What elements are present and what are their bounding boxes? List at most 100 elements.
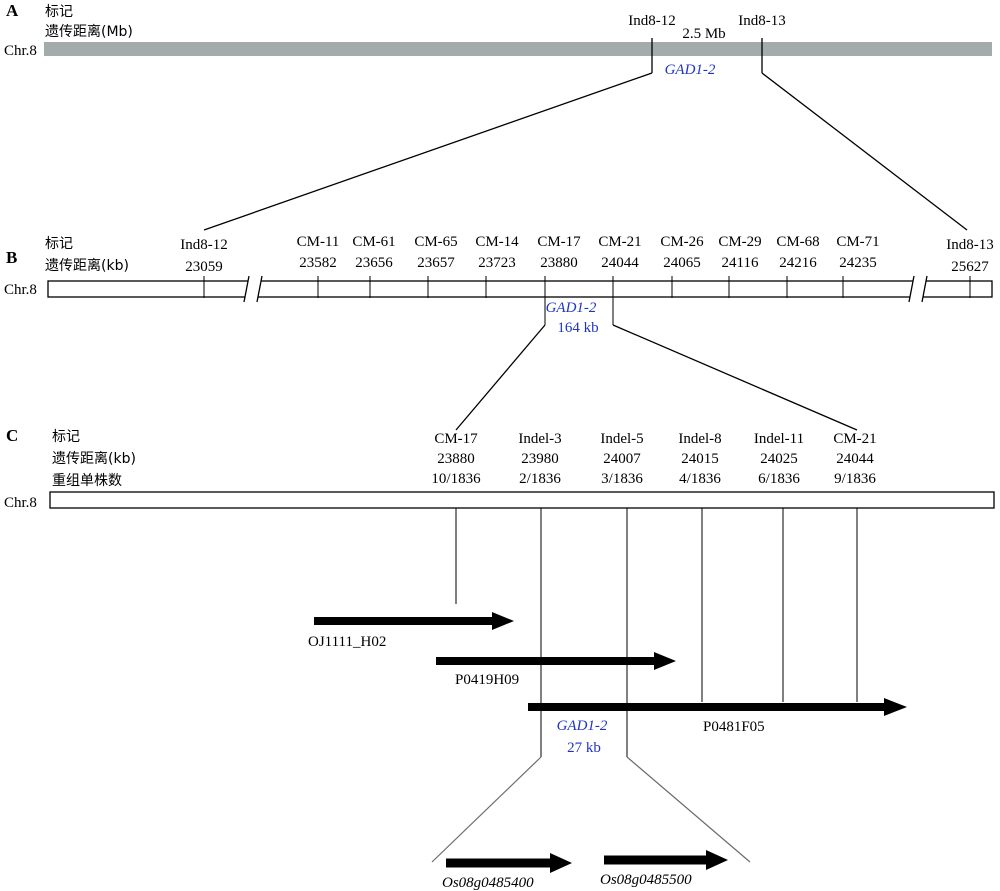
panel-a-marker-row-label: 标记 [45, 4, 73, 20]
panel-b-marker-name: CM-29 [718, 234, 761, 250]
panel-b-marker-cm-21: CM-21 24044 [598, 234, 642, 325]
gene-label: Os08g0485500 [600, 872, 692, 888]
clone-label: P0481F05 [703, 719, 765, 735]
panel-b-marker-name: CM-21 [598, 234, 641, 250]
panel-c-marker-name: Indel-8 [678, 431, 721, 447]
gene-os08g0485400: Os08g0485400 [442, 853, 572, 891]
panel-c-marker-recombinants: 2/1836 [519, 471, 561, 487]
panel-c-marker-name: Indel-5 [600, 431, 643, 447]
panel-b-marker-cm-26: CM-26 24065 [660, 234, 704, 298]
panel-b-marker-pos: 24216 [779, 255, 817, 271]
panel-c-marker-recombinants: 3/1836 [601, 471, 643, 487]
panel-b-marker-name: CM-71 [836, 234, 879, 250]
panel-b-marker-name: CM-68 [776, 234, 819, 250]
panel-b-marker-name: Ind8-12 [180, 237, 228, 253]
zoom-line-c-right [626, 756, 751, 863]
panel-c-recombinant-row-label: 重组单株数 [52, 473, 122, 489]
panel-c-marker-row-label: 标记 [52, 429, 80, 445]
gene-arrow-head [706, 850, 728, 870]
panel-c-marker-recombinants: 10/1836 [431, 471, 481, 487]
panel-b-chr-label: Chr.8 [4, 282, 37, 298]
panel-b-marker-pos: 23059 [185, 259, 223, 275]
panel-b-marker-ind8-12: Ind8-12 23059 [180, 237, 228, 298]
panel-c-clone-p0481f05: P0481F05 [528, 698, 907, 735]
panel-a-letter: A [6, 1, 19, 20]
panel-b-marker-pos: 24065 [663, 255, 701, 271]
panel-b-marker-name: CM-11 [297, 234, 340, 250]
panel-b-marker-name: CM-17 [537, 234, 581, 250]
panel-b-letter: B [6, 248, 17, 267]
panel-a: A 标记 遗传距离(Mb) Chr.8 Ind8-12 Ind8-13 2.5 … [4, 1, 992, 78]
panel-c-marker-pos: 23880 [437, 451, 475, 467]
panel-b-marker-name: CM-14 [475, 234, 519, 250]
panel-c-marker-pos: 24025 [760, 451, 798, 467]
zoom-line-a-right [761, 72, 968, 231]
panel-c-clone-oj1111-h02: OJ1111_H02 [308, 612, 514, 650]
clone-label: OJ1111_H02 [308, 634, 386, 650]
panel-b-marker-cm-17: CM-17 23880 [537, 234, 581, 325]
gene-label: Os08g0485400 [442, 875, 534, 891]
zoom-line-c-left [431, 756, 542, 863]
panel-b-marker-name: CM-61 [352, 234, 395, 250]
panel-a-marker-left: Ind8-12 [628, 13, 676, 29]
panel-b-marker-pos: 23656 [355, 255, 393, 271]
panel-b-markers: Ind8-12 23059 CM-11 23582 CM-61 23656 CM… [180, 234, 994, 325]
panel-c-marker-recombinants: 9/1836 [834, 471, 876, 487]
panel-a-distance: 2.5 Mb [682, 26, 725, 42]
panel-c-marker-indel-11: Indel-11 24025 6/1836 [754, 431, 804, 702]
panel-b-marker-pos: 24044 [601, 255, 639, 271]
gene-arrow-head [550, 853, 572, 873]
panel-b-marker-cm-29: CM-29 24116 [718, 234, 762, 298]
panel-b-marker-pos: 24235 [839, 255, 877, 271]
panel-b-marker-cm-65: CM-65 23657 [414, 234, 458, 298]
zoom-line-b-left [455, 324, 546, 431]
zoom-line-a-left [203, 72, 653, 231]
panel-c-marker-name: Indel-11 [754, 431, 804, 447]
panel-a-chr-label: Chr.8 [4, 43, 37, 59]
panel-b-gene-label: GAD1-2 [546, 300, 597, 316]
panel-c-markers: CM-17 23880 10/1836 Indel-3 23980 2/1836… [431, 431, 877, 757]
panel-a-distance-row-label: 遗传距离(Mb) [45, 23, 133, 40]
clone-arrow-head [884, 698, 907, 716]
panel-c-marker-indel-8: Indel-8 24015 4/1836 [678, 431, 722, 702]
panel-c-marker-name: Indel-3 [518, 431, 561, 447]
panel-b: B 标记 遗传距离(kb) Chr.8 Ind8-12 23059 CM-11 … [4, 234, 994, 336]
panel-c-marker-indel-3: Indel-3 23980 2/1836 [518, 431, 562, 757]
panel-c-marker-recombinants: 4/1836 [679, 471, 721, 487]
panel-c-interval: 27 kb [567, 740, 601, 756]
panel-c-distance-row-label: 遗传距离(kb) [52, 450, 136, 467]
panel-c-marker-pos: 24015 [681, 451, 719, 467]
panel-b-marker-name: CM-26 [660, 234, 704, 250]
panel-b-chromosome-bar [47, 275, 993, 303]
panel-b-marker-cm-71: CM-71 24235 [836, 234, 880, 298]
panel-b-marker-row-label: 标记 [45, 236, 73, 252]
clone-arrow-head [654, 652, 676, 670]
panel-c-marker-indel-5: Indel-5 24007 3/1836 [600, 431, 644, 757]
panel-b-marker-pos: 23723 [478, 255, 516, 271]
panel-c-gene-label: GAD1-2 [557, 718, 608, 734]
panel-c-marker-name: CM-21 [833, 431, 876, 447]
panel-c-letter: C [6, 426, 18, 445]
panel-b-marker-name: CM-65 [414, 234, 457, 250]
panel-b-marker-ind8-13: Ind8-13 25627 [946, 237, 994, 298]
panel-b-distance-row-label: 遗传距离(kb) [45, 257, 129, 274]
gene-os08g0485500: Os08g0485500 [600, 850, 728, 888]
panel-a-gene-label: GAD1-2 [665, 62, 716, 78]
panel-b-interval: 164 kb [557, 320, 598, 336]
panel-a-chromosome-bar [44, 42, 992, 56]
panel-c-chr-label: Chr.8 [4, 495, 37, 511]
panel-b-marker-cm-68: CM-68 24216 [776, 234, 820, 298]
panel-b-marker-pos: 24116 [722, 255, 759, 271]
panel-c-marker-cm-17: CM-17 23880 10/1836 [431, 431, 481, 604]
panel-c-clone-p0419h09: P0419H09 [436, 652, 676, 688]
panel-c: C 标记 遗传距离(kb) 重组单株数 Chr.8 CM-17 23880 10… [4, 426, 995, 891]
panel-b-marker-cm-11: CM-11 23582 [297, 234, 340, 298]
panel-b-marker-pos: 25627 [951, 259, 989, 275]
panel-c-marker-recombinants: 6/1836 [758, 471, 800, 487]
panel-c-chromosome-bar [49, 491, 995, 509]
panel-b-marker-cm-61: CM-61 23656 [352, 234, 396, 298]
panel-b-marker-pos: 23657 [417, 255, 455, 271]
panel-b-marker-pos: 23582 [299, 255, 337, 271]
panel-b-marker-cm-14: CM-14 23723 [475, 234, 519, 298]
